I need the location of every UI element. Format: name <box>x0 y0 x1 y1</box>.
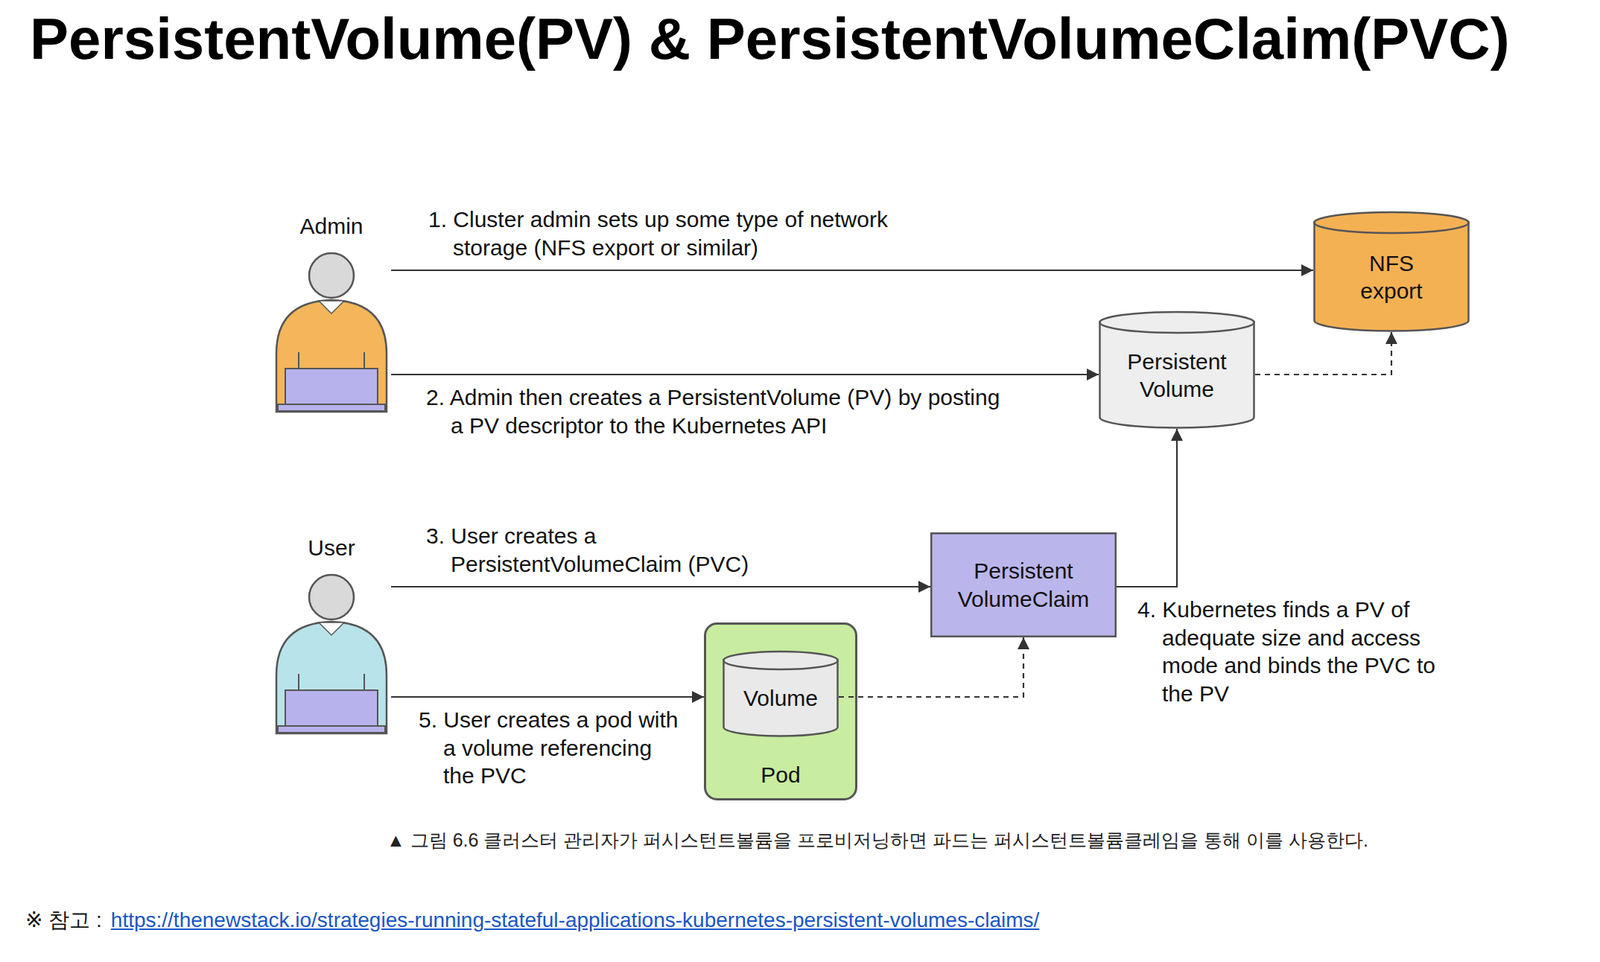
connector <box>391 373 1099 376</box>
nfs-cylinder: NFS export <box>1313 211 1470 333</box>
person-arms <box>298 352 365 369</box>
laptop-base <box>277 404 386 412</box>
box-outline <box>931 533 1116 637</box>
laptop-screen <box>285 690 378 728</box>
connector <box>391 269 1314 272</box>
cylinder-top <box>1314 212 1469 234</box>
cylinder-top <box>1100 312 1255 333</box>
step-label: 5. User creates a pod with a volume refe… <box>418 706 687 791</box>
connector <box>838 637 1024 698</box>
node-shape <box>271 212 392 418</box>
node-text: Volume <box>743 684 818 713</box>
person-head <box>309 575 354 620</box>
edge-label-holder: 5. User creates a pod with a volume refe… <box>418 706 687 791</box>
cylinder-body <box>1314 221 1469 332</box>
node-text: Pod <box>760 761 800 790</box>
connector <box>1116 429 1177 587</box>
edge-label-holder: 2. Admin then creates a PersistentVolume… <box>426 383 1008 440</box>
connector <box>391 696 704 698</box>
edge-label-holder: 1. Cluster admin sets up some type of ne… <box>428 205 943 262</box>
node-text: Persistent VolumeClaim <box>945 557 1102 614</box>
diagram-title: PersistentVolume(PV) & PersistentVolumeC… <box>29 5 1510 73</box>
person-arms <box>298 674 365 691</box>
box-outline <box>705 624 857 800</box>
step-note-holder: 4. Kubernetes finds a PV of adequate siz… <box>1137 595 1466 708</box>
node-shape <box>930 532 1117 638</box>
person-head <box>309 253 354 298</box>
caption-holder: ▲ 그림 6.6 클러스터 관리자가 퍼시스턴트볼륨을 프로비저닝하면 파드는 … <box>386 828 1369 853</box>
node-shape <box>271 534 392 739</box>
pv-cylinder: Persistent Volume <box>1098 311 1256 430</box>
laptop-base <box>277 726 386 733</box>
reference-link-holder: https://thenewstack.io/strategies-runnin… <box>110 907 1040 934</box>
title-holder: PersistentVolume(PV) & PersistentVolumeC… <box>29 5 1510 73</box>
pod-box: Pod Volume <box>703 622 858 801</box>
cylinder-body <box>724 659 838 736</box>
pvc-box: Persistent VolumeClaim <box>930 532 1117 638</box>
admin-figure: Admin <box>271 212 392 418</box>
edge-label-holder: 3. User creates a PersistentVolumeClaim … <box>426 522 814 579</box>
node-text: NFS export <box>1346 249 1437 306</box>
person-body <box>276 621 387 734</box>
reference-prefix-holder: ※ 참고 : <box>25 907 103 934</box>
step-label: 2. Admin then creates a PersistentVolume… <box>426 383 1008 440</box>
node-text: User <box>307 534 355 563</box>
volume-cylinder: Volume <box>722 651 839 738</box>
figure-caption: ▲ 그림 6.6 클러스터 관리자가 퍼시스턴트볼륨을 프로비저닝하면 파드는 … <box>386 828 1369 853</box>
connector <box>391 586 931 588</box>
node-text: Admin <box>299 212 363 241</box>
person-collar <box>318 622 345 636</box>
step-label: 3. User creates a PersistentVolumeClaim … <box>426 522 814 579</box>
reference-link: https://thenewstack.io/strategies-runnin… <box>110 907 1040 934</box>
step-label: 1. Cluster admin sets up some type of ne… <box>428 205 943 262</box>
connector <box>1255 332 1392 375</box>
step-note: 4. Kubernetes finds a PV of adequate siz… <box>1137 595 1466 708</box>
person-collar <box>318 300 345 314</box>
person-body <box>276 300 387 412</box>
node-text: Persistent Volume <box>1113 347 1241 404</box>
laptop-screen <box>285 368 378 406</box>
cylinder-body <box>1100 321 1255 429</box>
reference-prefix: ※ 참고 : <box>25 907 103 934</box>
user-figure: User <box>271 534 392 739</box>
cylinder-top <box>724 651 838 670</box>
